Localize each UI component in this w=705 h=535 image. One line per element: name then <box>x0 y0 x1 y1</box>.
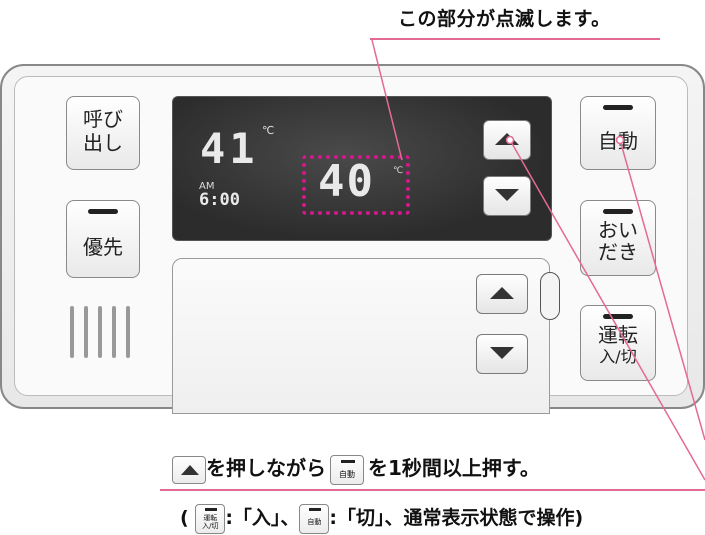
mini-power-button: 運転 入/切 <box>195 503 226 534</box>
mini-auto-button: 自動 <box>330 454 364 485</box>
power-button[interactable]: 運転 入/切 <box>580 305 656 381</box>
down-arrow-icon <box>495 189 519 201</box>
grille-slot <box>84 306 88 358</box>
mini-auto-label: 自動 <box>307 517 322 526</box>
clock-time: 6:00 <box>199 190 240 210</box>
am-indicator: AM <box>199 181 215 192</box>
current-temp: 41 <box>200 124 259 173</box>
mini-power-line1: 運転 <box>203 513 218 522</box>
up-arrow-icon <box>490 287 514 299</box>
grille-slot <box>70 306 74 358</box>
grille-slot <box>126 306 130 358</box>
sub-note: ( 運転 入/切 :「入」、 自動 :「切」、通常表示状態で操作) <box>180 503 583 534</box>
mini-power-label: 運転 入/切 <box>196 514 224 530</box>
instruction: を押しながら 自動 を1秒間以上押す。 <box>172 452 540 485</box>
blink-callout: この部分が点滅します。 <box>398 8 611 30</box>
up-arrow-icon <box>181 464 199 475</box>
indicator-lamp <box>309 507 322 511</box>
set-temp: 40 <box>318 156 375 207</box>
power-label-line1: 運転 <box>598 323 638 347</box>
display-down-button[interactable] <box>483 176 531 216</box>
indicator-lamp <box>603 105 633 110</box>
reheat-label-line1: おい <box>598 218 638 242</box>
sub-text1: :「入」、 <box>225 507 300 529</box>
down-arrow-icon <box>490 347 514 359</box>
grille-slot <box>112 306 116 358</box>
grille-slot <box>98 306 102 358</box>
indicator-lamp <box>603 314 633 319</box>
call-button[interactable]: 呼び 出し <box>66 96 140 170</box>
mini-up-button <box>172 455 206 484</box>
power-label-line2: 入/切 <box>599 347 637 366</box>
sub-text2: :「切」、通常表示状態で操作) <box>329 507 584 529</box>
mini-auto-button: 自動 <box>299 503 330 534</box>
indicator-lamp <box>88 209 118 214</box>
priority-button[interactable]: 優先 <box>66 200 140 278</box>
instruction-part2: を1秒間以上押す。 <box>368 456 540 480</box>
call-label-line1: 呼び <box>83 107 123 131</box>
blink-frame <box>302 155 410 215</box>
cover-hinge <box>540 272 560 320</box>
reheat-label-line2: だき <box>598 240 638 264</box>
instruction-underline <box>160 489 705 491</box>
call-label-line2: 出し <box>83 131 123 155</box>
reheat-button[interactable]: おい だき <box>580 200 656 276</box>
mini-auto-label: 自動 <box>339 469 355 479</box>
priority-button-label: 優先 <box>83 235 123 259</box>
cover-down-button[interactable] <box>476 334 528 374</box>
current-temp-unit: ℃ <box>262 124 275 137</box>
set-temp-unit: ℃ <box>393 166 404 176</box>
mini-power-line2: 入/切 <box>202 521 219 530</box>
speaker-grille <box>70 306 150 366</box>
sub-open: ( <box>180 507 189 529</box>
indicator-lamp <box>341 459 355 463</box>
instruction-part1: を押しながら <box>206 456 326 480</box>
cover-up-button[interactable] <box>476 274 528 314</box>
indicator-lamp <box>205 507 218 511</box>
indicator-lamp <box>603 209 633 214</box>
callout-underline <box>370 38 660 40</box>
call-button-label: 呼び 出し <box>67 97 139 155</box>
